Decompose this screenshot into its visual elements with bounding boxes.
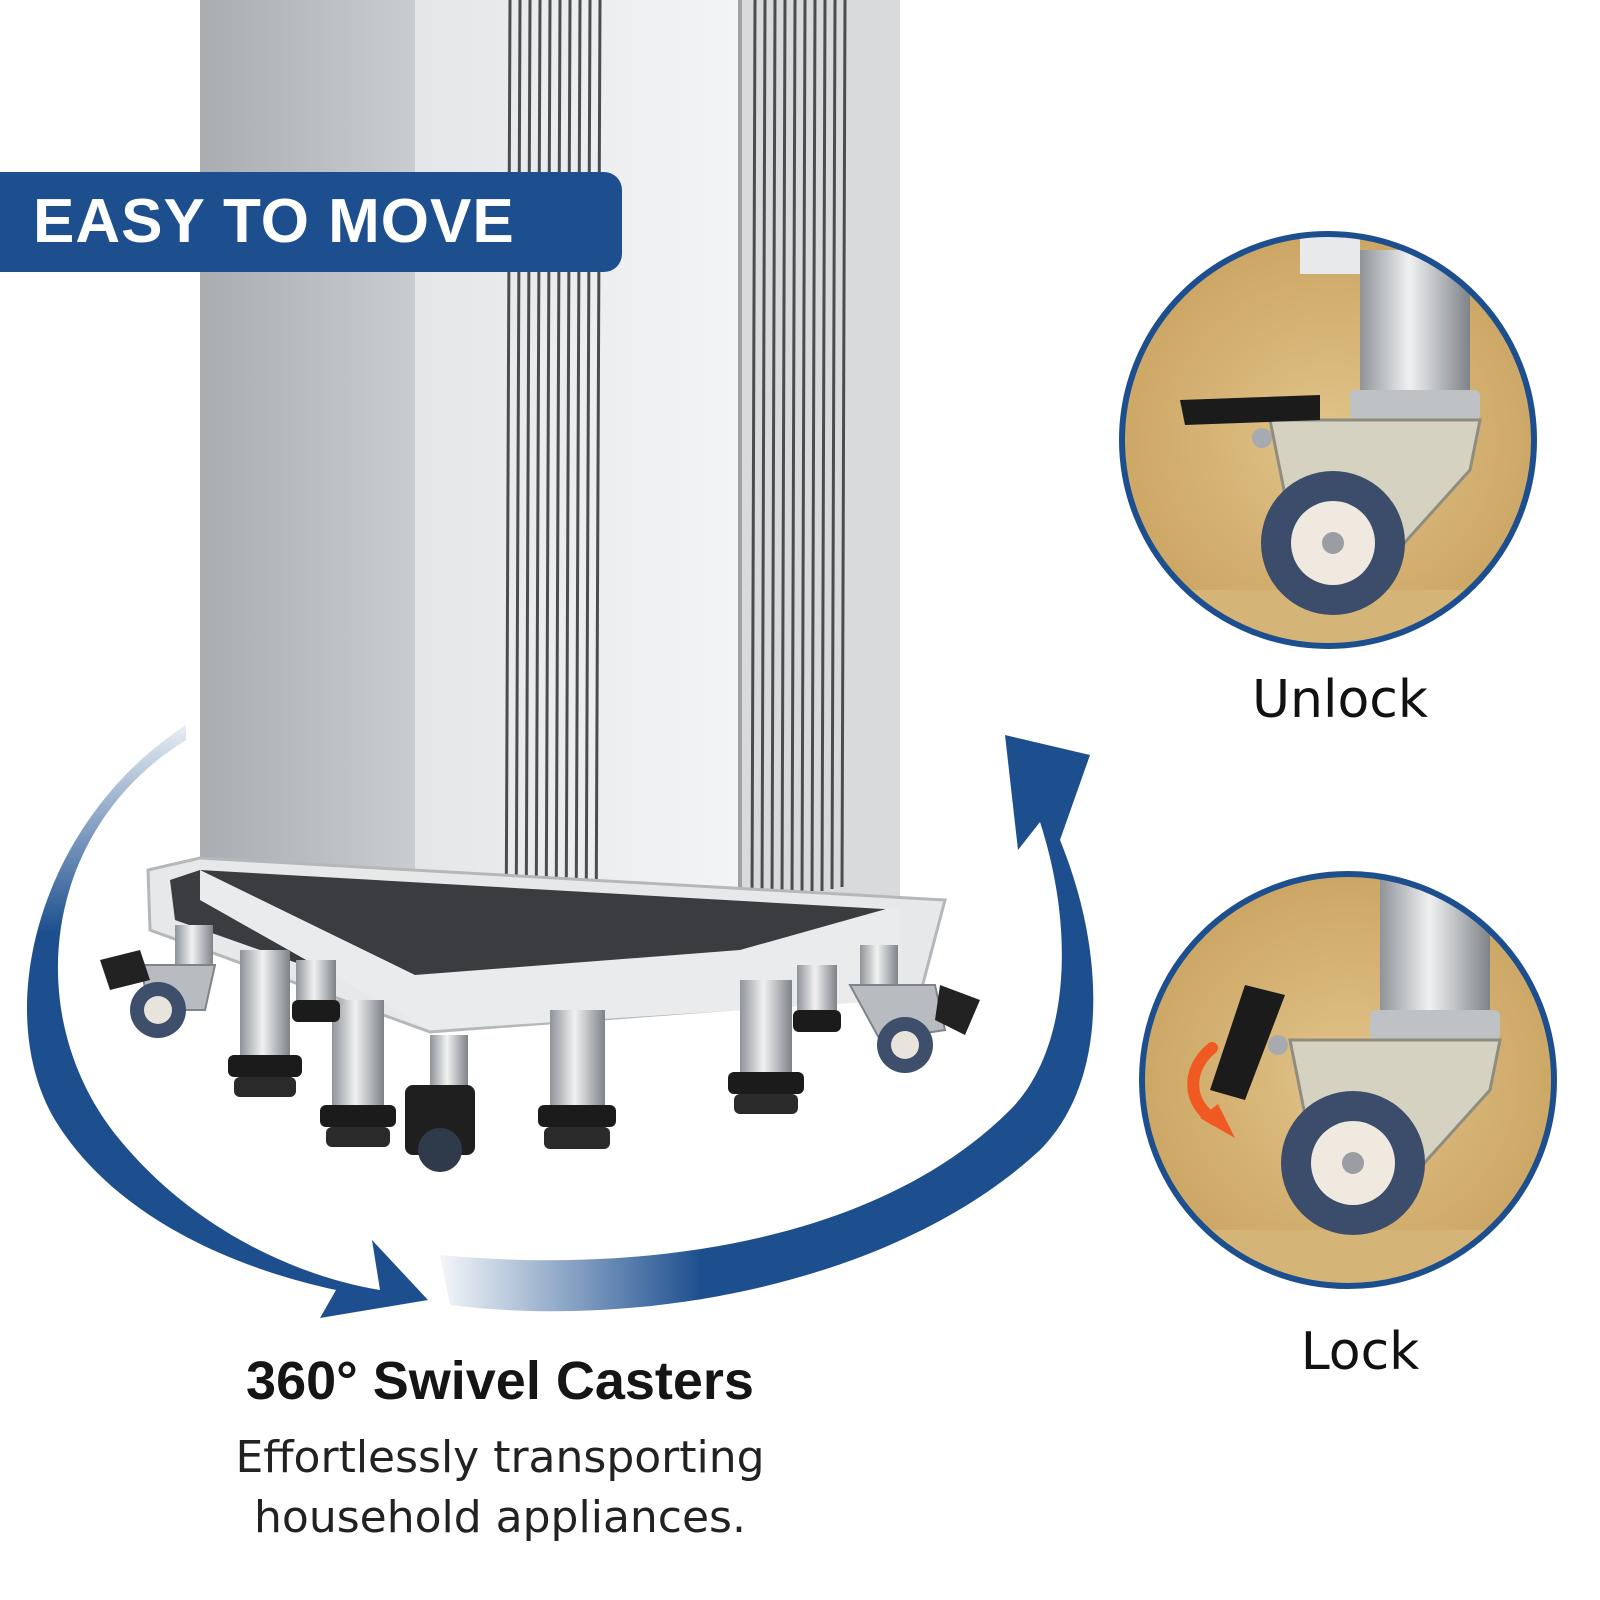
feature-heading: 360° Swivel Casters xyxy=(246,1351,754,1411)
feature-description-line-1: Effortlessly transporting xyxy=(235,1432,765,1483)
unlock-label: Unlock xyxy=(1252,670,1428,730)
lock-label: Lock xyxy=(1300,1322,1420,1382)
adjustable-legs xyxy=(228,950,841,1149)
rotation-arrow-right xyxy=(440,735,1094,1312)
rotation-arrow-left xyxy=(27,725,429,1318)
air-purifier-image xyxy=(200,0,900,975)
lock-direction-arrow-icon xyxy=(1187,1042,1235,1138)
easy-to-move-banner: EASY TO MOVE xyxy=(0,172,622,272)
unlock-caster-closeup xyxy=(1119,231,1537,649)
swivel-casters xyxy=(100,925,980,1172)
feature-description-line-2: household appliances. xyxy=(254,1492,746,1543)
feature-description: Effortlessly transporting household appl… xyxy=(150,1428,850,1548)
